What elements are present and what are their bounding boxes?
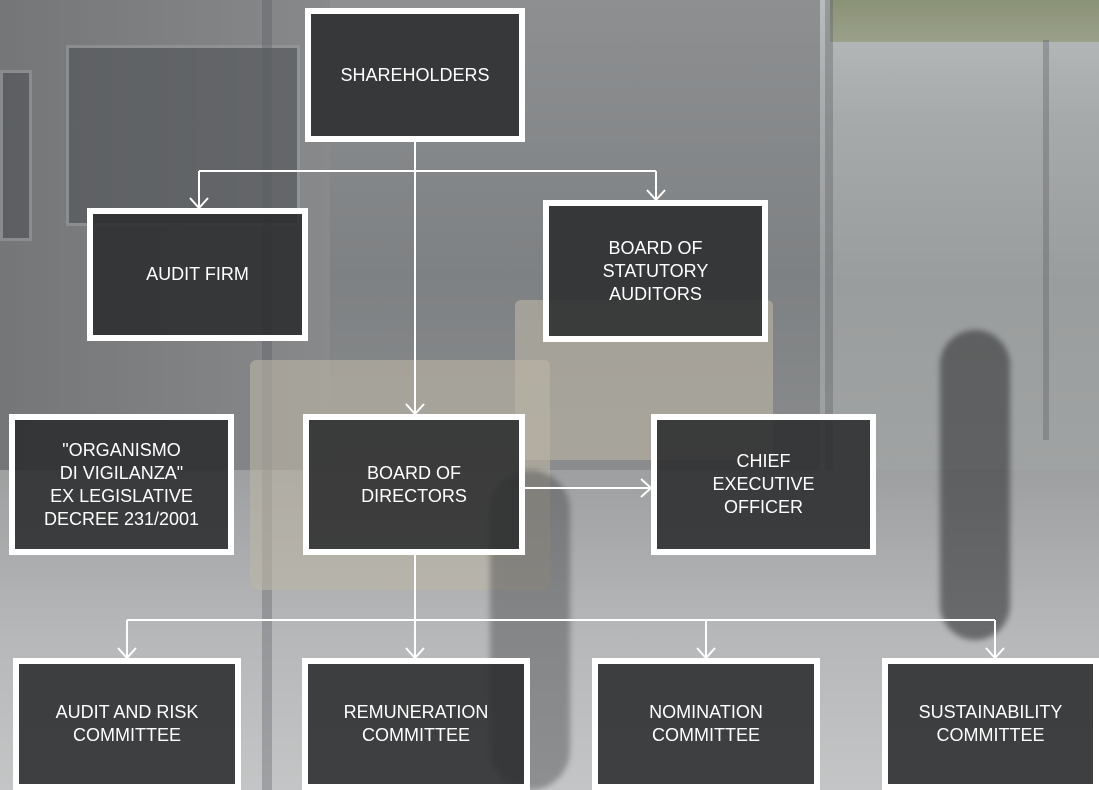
- node-remuneration-committee: REMUNERATION COMMITTEE: [302, 658, 530, 790]
- background-person: [940, 330, 1010, 640]
- node-nomination-committee: NOMINATION COMMITTEE: [592, 658, 820, 790]
- background-grass: [830, 0, 1099, 42]
- node-chief-executive-officer: CHIEF EXECUTIVE OFFICER: [651, 414, 876, 555]
- background-glass-edge: [825, 0, 833, 470]
- node-audit-firm: AUDIT FIRM: [87, 208, 308, 341]
- node-organismo-di-vigilanza: "ORGANISMO DI VIGILANZA" EX LEGISLATIVE …: [9, 414, 234, 555]
- node-board-of-statutory-auditors: BOARD OF STATUTORY AUDITORS: [543, 200, 768, 342]
- node-board-of-directors: BOARD OF DIRECTORS: [303, 414, 525, 555]
- node-audit-and-risk-committee: AUDIT AND RISK COMMITTEE: [13, 658, 241, 790]
- background-picture-frame: [66, 45, 300, 226]
- node-sustainability-committee: SUSTAINABILITY COMMITTEE: [882, 658, 1099, 790]
- background-picture-frame: [0, 70, 32, 241]
- background-glass-edge: [1043, 40, 1049, 440]
- node-shareholders: SHAREHOLDERS: [305, 8, 525, 142]
